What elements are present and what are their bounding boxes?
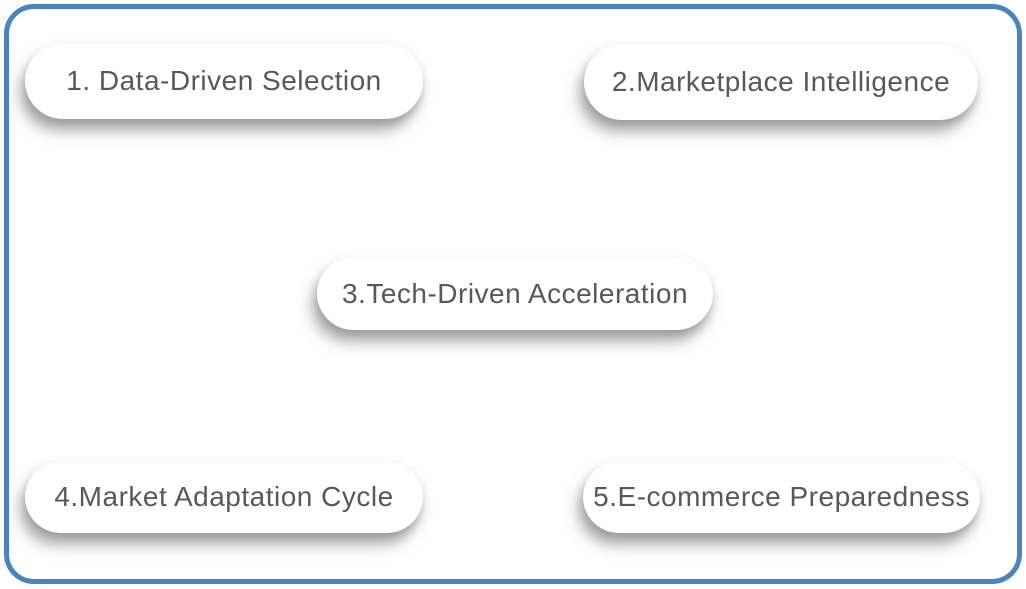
pill-label: 4.Market Adaptation Cycle: [54, 481, 394, 512]
pill-label: 2.Marketplace Intelligence: [611, 66, 951, 97]
pill-label: 1. Data-Driven Selection: [66, 65, 382, 96]
pill-market-adaptation-cycle: 4.Market Adaptation Cycle: [25, 461, 423, 533]
pill-label: 3.Tech-Driven Acceleration: [341, 277, 689, 309]
pill-data-driven-selection: 1. Data-Driven Selection: [25, 43, 423, 119]
pill-marketplace-intelligence: 2.Marketplace Intelligence: [584, 44, 978, 120]
pill-label: 5.E-commerce Preparedness: [593, 481, 970, 512]
pill-ecommerce-preparedness: 5.E-commerce Preparedness: [583, 461, 980, 533]
pill-tech-driven-acceleration: 3.Tech-Driven Acceleration: [317, 257, 713, 330]
